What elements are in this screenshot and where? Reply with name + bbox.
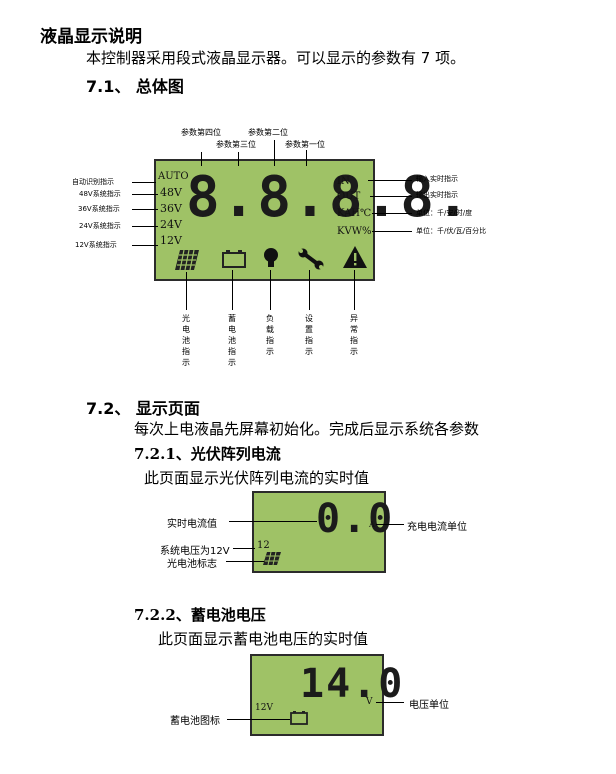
label-auto: 自动识别指示 (72, 178, 114, 186)
label-unit-kvw: 单位：千/伏/瓦/百分比 (416, 227, 487, 235)
battery-icon (290, 711, 308, 725)
wrench-icon (298, 248, 324, 270)
label-48v: 48V系统指示 (79, 190, 121, 198)
label-in: 输入实时指示 (416, 175, 458, 183)
pointer-line (354, 270, 355, 310)
section-7-2-2-title: 7.2.2、蓄电池电压 (134, 606, 266, 624)
section-7-2-2-desc: 此页面显示蓄电池电压的实时值 (158, 630, 369, 648)
label-battery-indicator: 蓄电池指示 (228, 314, 236, 367)
label-24v: 24V系统指示 (79, 222, 121, 230)
pointer-line (132, 226, 158, 227)
pointer-line (132, 194, 158, 195)
label-unit-kah: 单位：千/安/时/度 (416, 209, 473, 217)
lcd-digits: 8.8.8.8. (186, 165, 472, 230)
label-solar-indicator: 光电池指示 (182, 314, 190, 367)
lcd-12v: 12V (160, 234, 182, 247)
pointer-line (229, 521, 317, 522)
pointer-line (201, 152, 202, 166)
lcd-kvw: KVW% (337, 226, 372, 237)
lcd-out: OUT (337, 191, 361, 202)
lcd-36v: 36V (160, 202, 182, 215)
pv-system-voltage: 12 (257, 540, 270, 551)
label-solar-mark: 光电池标志 (167, 559, 217, 570)
digit-2-label: 参数第二位 (248, 128, 288, 137)
pointer-line (238, 152, 239, 166)
pointer-line (226, 561, 264, 562)
battery-voltage-lcd (250, 654, 384, 736)
pointer-line (270, 270, 271, 310)
section-7-2-1-title: 7.2.1、光伏阵列电流 (134, 445, 281, 463)
section-title: 液晶显示说明 (40, 27, 142, 47)
label-setting-indicator: 设置指示 (305, 314, 313, 356)
lcd-auto: AUTO (158, 171, 189, 182)
pointer-line (132, 209, 158, 210)
label-fault-indicator: 异常指示 (350, 314, 358, 356)
label-12v: 12V系统指示 (75, 241, 117, 249)
battery-voltage-unit: V (366, 697, 373, 707)
pointer-line (132, 182, 156, 183)
section-7-1-title: 7.1、 总体图 (86, 77, 184, 96)
label-36v: 36V系统指示 (78, 205, 120, 213)
battery-icon (222, 250, 246, 268)
digit-4-label: 参数第四位 (181, 128, 221, 137)
lcd-in: IN (337, 176, 350, 187)
label-out: 输出实时指示 (416, 191, 458, 199)
solar-panel-icon (263, 551, 281, 566)
pv-current-unit: A (369, 520, 375, 529)
label-realtime-current: 实时电流值 (167, 519, 217, 530)
pointer-line (132, 245, 158, 246)
digit-3-label: 参数第三位 (216, 140, 256, 149)
pointer-line (227, 719, 290, 720)
pointer-line (232, 270, 233, 310)
label-load-indicator: 负载指示 (266, 314, 274, 356)
battery-system-voltage: 12V (255, 703, 273, 713)
label-voltage-unit: 电压单位 (409, 700, 449, 711)
label-system-voltage: 系统电压为12V (160, 546, 230, 557)
bulb-icon (264, 248, 278, 267)
pointer-line (372, 213, 412, 214)
lcd-48v: 48V (160, 186, 182, 199)
section-7-2-desc: 每次上电液晶先屏幕初始化。完成后显示系统各参数 (134, 420, 480, 438)
label-charge-current-unit: 充电电流单位 (407, 522, 467, 533)
battery-voltage-value: 14.0 (300, 661, 405, 707)
pointer-line (233, 548, 255, 549)
pointer-line (309, 270, 310, 310)
intro-text: 本控制器采用段式液晶显示器。可以显示的参数有 7 项。 (86, 49, 466, 67)
pointer-line (186, 272, 187, 310)
pointer-line (376, 524, 404, 525)
pointer-line (376, 702, 404, 703)
solar-panel-icon (175, 249, 199, 271)
pointer-line (370, 196, 412, 197)
pv-current-value: 0.0 (316, 496, 395, 542)
pointer-line (372, 231, 412, 232)
section-7-2-1-desc: 此页面显示光伏阵列电流的实时值 (144, 469, 370, 487)
warning-icon (343, 246, 367, 268)
lcd-24v: 24V (160, 218, 182, 231)
section-7-2-title: 7.2、 显示页面 (86, 399, 200, 418)
digit-1-label: 参数第一位 (285, 140, 325, 149)
pointer-line (274, 140, 275, 166)
label-battery-icon: 蓄电池图标 (170, 716, 220, 727)
pointer-line (368, 180, 412, 181)
pointer-line (306, 150, 307, 166)
lcd-kah: KAH℃ (337, 208, 372, 219)
